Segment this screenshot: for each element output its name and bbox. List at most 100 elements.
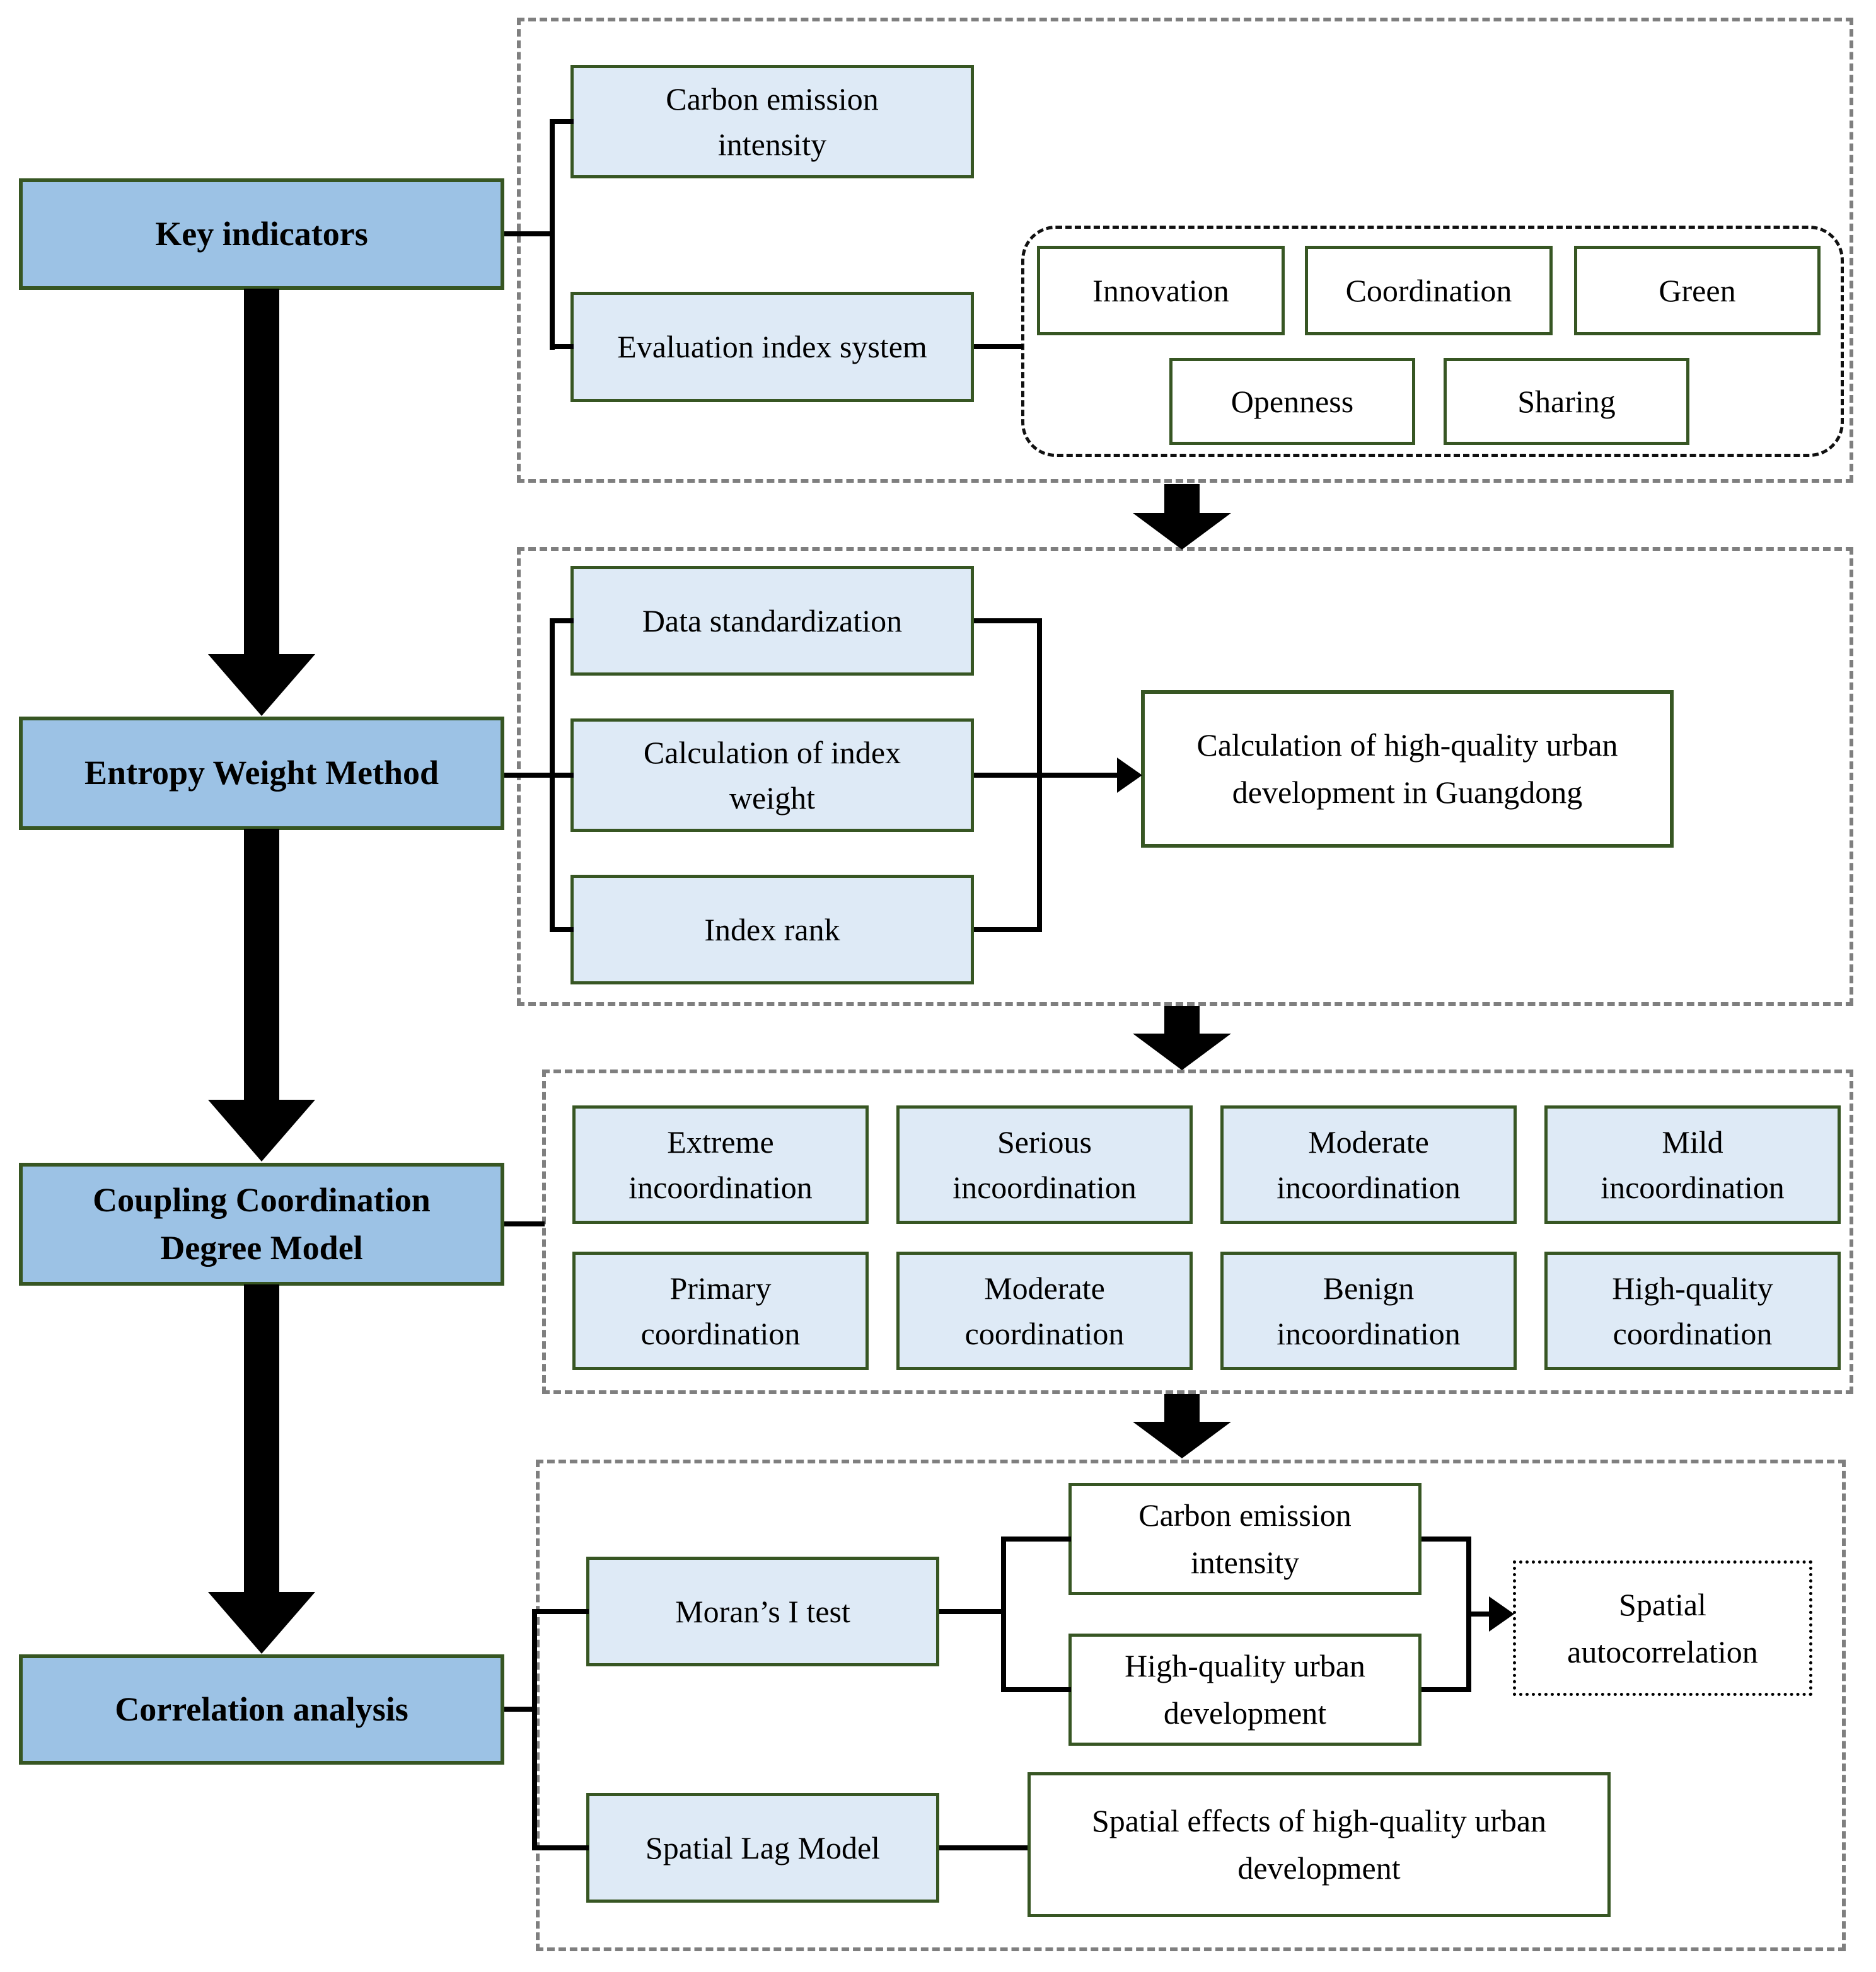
box-level-moderate-coordination: Moderate coordination — [896, 1252, 1193, 1370]
level-label: Moderate coordination — [964, 1270, 1125, 1352]
dimensions-dashed-group — [1021, 226, 1844, 457]
connector-line — [939, 1609, 1004, 1614]
section-arrow-down-1-head-icon — [1133, 513, 1231, 550]
high-quality-urban-label: High-quality urban development — [1125, 1648, 1365, 1731]
connector-line — [550, 344, 574, 349]
box-data-standardization: Data standardization — [570, 566, 974, 676]
connector-line — [550, 119, 574, 124]
data-standardization-label: Data standardization — [642, 603, 903, 638]
section-key-indicators-container — [517, 18, 1853, 483]
box-level-benign-incoordination: Benign incoordination — [1220, 1252, 1517, 1370]
box-index-rank: Index rank — [570, 875, 974, 984]
stage-label-correlation-analysis: Correlation analysis — [115, 1690, 408, 1728]
box-dimension-green: Green — [1574, 246, 1821, 335]
connector-line — [550, 927, 574, 932]
connector-line — [1001, 1687, 1071, 1692]
carbon-emission-corr-label: Carbon emission intensity — [1138, 1497, 1352, 1580]
stage-box-entropy-weight-method: Entropy Weight Method — [19, 717, 504, 830]
box-level-extreme-incoordination: Extreme incoordination — [572, 1105, 869, 1224]
connector-line — [532, 1609, 589, 1614]
dimension-sharing-label: Sharing — [1517, 383, 1616, 419]
spatial-effects-label: Spatial effects of high-quality urban de… — [1091, 1803, 1547, 1886]
stage-label-key-indicators: Key indicators — [155, 214, 368, 253]
connector-line — [1421, 1687, 1471, 1692]
box-spatial-lag-model: Spatial Lag Model — [586, 1793, 939, 1903]
flow-arrow-down-3-head-icon — [208, 1592, 315, 1654]
spatial-autocorrelation-label: Spatial autocorrelation — [1567, 1586, 1758, 1669]
connector-line — [974, 344, 1023, 349]
dimension-coordination-label: Coordination — [1345, 272, 1512, 308]
stage-label-coupling-coordination: Coupling Coordination Degree Model — [93, 1180, 431, 1267]
right-arrow-head-icon — [1117, 758, 1142, 793]
flow-arrow-down-2-head-icon — [208, 1100, 315, 1162]
connector-line — [974, 618, 1042, 623]
box-high-quality-urban-development: High-quality urban development — [1068, 1634, 1421, 1746]
box-dimension-openness: Openness — [1169, 358, 1415, 445]
level-label: High-quality coordination — [1612, 1270, 1773, 1352]
box-calculation-hq-development: Calculation of high-quality urban develo… — [1141, 690, 1674, 848]
connector-line — [532, 1609, 537, 1850]
connector-line — [504, 1707, 535, 1712]
box-calculation-index-weight: Calculation of index weight — [570, 718, 974, 832]
connector-line — [1001, 1537, 1006, 1692]
connector-line — [1001, 1537, 1071, 1542]
box-carbon-emission-intensity: Carbon emission intensity — [570, 65, 974, 178]
box-level-serious-incoordination: Serious incoordination — [896, 1105, 1193, 1224]
right-arrow-head-icon — [1489, 1596, 1514, 1632]
connector-line — [974, 927, 1042, 932]
evaluation-index-system-label: Evaluation index system — [617, 329, 927, 365]
section-coupling-container — [542, 1070, 1853, 1394]
box-dimension-innovation: Innovation — [1037, 246, 1285, 335]
section-arrow-down-2-stem — [1164, 1006, 1200, 1035]
box-level-mild-incoordination: Mild incoordination — [1544, 1105, 1841, 1224]
box-spatial-effects: Spatial effects of high-quality urban de… — [1028, 1772, 1611, 1917]
calculation-hq-development-label: Calculation of high-quality urban develo… — [1196, 727, 1618, 810]
index-rank-label: Index rank — [704, 911, 840, 947]
connector-line — [939, 1845, 1028, 1850]
calculation-index-weight-label: Calculation of index weight — [643, 734, 901, 816]
morans-i-test-label: Moran’s I test — [675, 1593, 850, 1629]
connector-line — [1421, 1537, 1471, 1542]
connector-line — [1466, 1612, 1494, 1617]
stage-label-entropy-weight-method: Entropy Weight Method — [84, 754, 439, 792]
box-spatial-autocorrelation: Spatial autocorrelation — [1513, 1560, 1812, 1696]
level-label: Mild incoordination — [1601, 1124, 1785, 1206]
box-evaluation-index-system: Evaluation index system — [570, 292, 974, 402]
section-arrow-down-2-head-icon — [1133, 1034, 1231, 1070]
box-level-primary-coordination: Primary coordination — [572, 1252, 869, 1370]
connector-line — [550, 119, 555, 350]
dimension-innovation-label: Innovation — [1092, 272, 1229, 308]
stage-box-key-indicators: Key indicators — [19, 178, 504, 290]
level-label: Benign incoordination — [1277, 1270, 1461, 1352]
connector-line — [504, 231, 555, 236]
connector-line — [504, 1221, 545, 1226]
stage-box-correlation-analysis: Correlation analysis — [19, 1654, 504, 1765]
section-correlation-container — [536, 1460, 1846, 1951]
flow-arrow-down-3-stem — [244, 1284, 279, 1593]
section-arrow-down-1-stem — [1164, 484, 1200, 514]
box-level-high-quality-coordination: High-quality coordination — [1544, 1252, 1841, 1370]
connector-line — [550, 618, 555, 932]
flow-arrow-down-2-stem — [244, 829, 279, 1101]
connector-line — [550, 618, 574, 623]
level-label: Primary coordination — [640, 1270, 801, 1352]
flow-arrow-down-1-stem — [244, 289, 279, 655]
carbon-emission-intensity-label: Carbon emission intensity — [666, 81, 879, 163]
box-morans-i-test: Moran’s I test — [586, 1557, 939, 1666]
box-carbon-emission-intensity-corr: Carbon emission intensity — [1068, 1483, 1421, 1595]
spatial-lag-model-label: Spatial Lag Model — [645, 1830, 881, 1865]
box-level-moderate-incoordination: Moderate incoordination — [1220, 1105, 1517, 1224]
connector-line — [974, 773, 1122, 778]
level-label: Moderate incoordination — [1277, 1124, 1461, 1206]
section-arrow-down-3-stem — [1164, 1394, 1200, 1423]
level-label: Serious incoordination — [952, 1124, 1137, 1206]
box-dimension-coordination: Coordination — [1305, 246, 1553, 335]
stage-box-coupling-coordination: Coupling Coordination Degree Model — [19, 1163, 504, 1286]
connector-line — [504, 773, 574, 778]
level-label: Extreme incoordination — [628, 1124, 813, 1206]
dimension-openness-label: Openness — [1230, 383, 1354, 419]
dimension-green-label: Green — [1659, 272, 1736, 308]
section-arrow-down-3-head-icon — [1133, 1422, 1231, 1458]
flow-arrow-down-1-head-icon — [208, 654, 315, 716]
